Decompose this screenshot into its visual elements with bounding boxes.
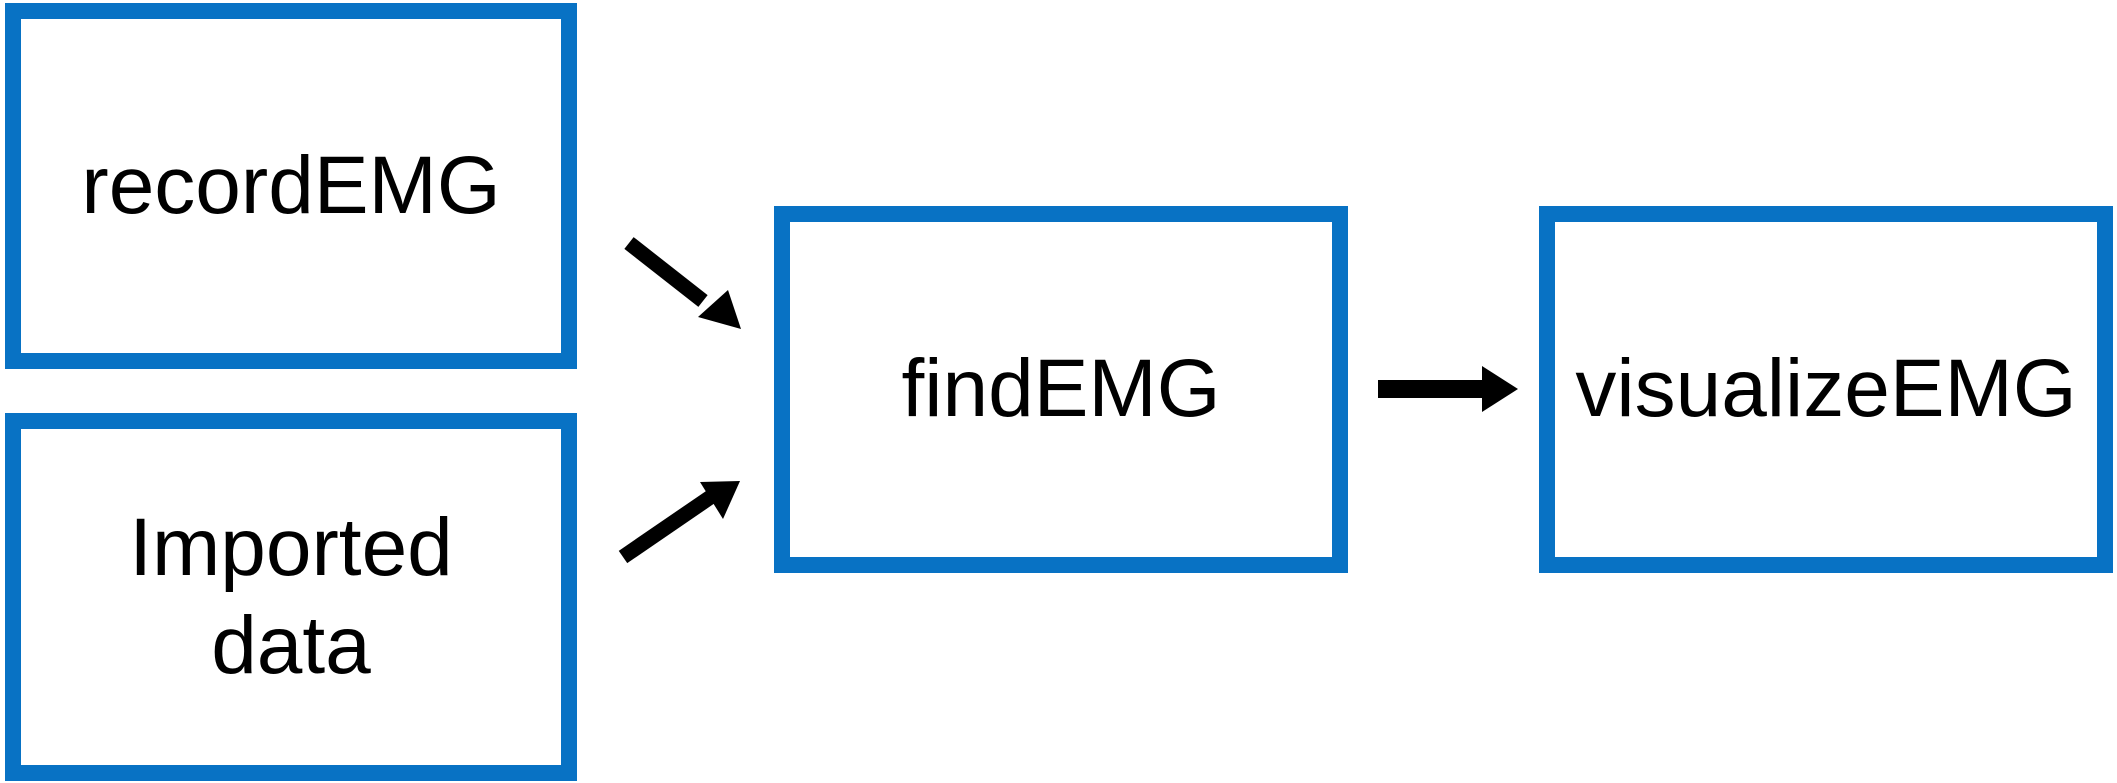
arrow-shaft [618,489,717,564]
arrow-head [1482,366,1518,412]
arrow-imported-to-find [618,481,740,564]
visualize-emg-box: visualizeEMG [1539,206,2113,573]
record-emg-label: recordEMG [81,139,501,231]
arrow-record-to-find [624,237,741,329]
arrow-head [700,481,740,519]
record-emg-box: recordEMG [5,3,577,369]
visualize-emg-label: visualizeEMG [1575,343,2077,435]
arrow-shaft [624,237,708,307]
imported-data-box: Imported data [5,413,577,781]
find-emg-label: findEMG [901,343,1221,435]
arrow-find-to-visualize [1378,366,1518,412]
find-emg-box: findEMG [774,206,1348,573]
arrow-head [698,290,741,329]
imported-data-label: Imported data [129,501,453,691]
